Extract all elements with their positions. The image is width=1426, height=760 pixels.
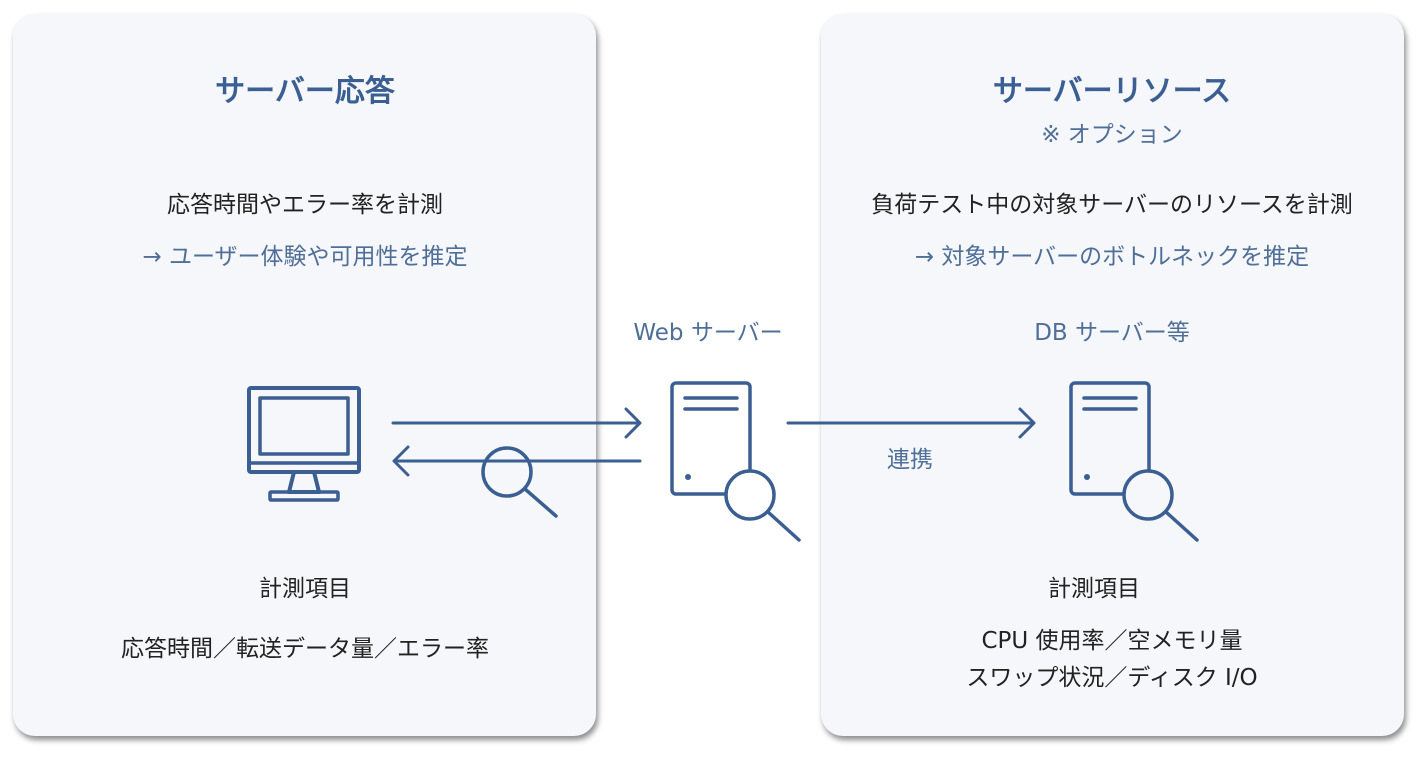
db-server-label: DB サーバー等 xyxy=(1034,320,1190,346)
server-response-metrics: 応答時間／転送データ量／エラー率 xyxy=(121,636,489,662)
link-arrow xyxy=(786,407,1036,439)
server-response-description: 応答時間やエラー率を計測 xyxy=(167,192,443,218)
server-response-panel xyxy=(13,14,596,736)
server-resource-metrics-line1: CPU 使用率／空メモリ量 xyxy=(981,628,1243,654)
web-server-label: Web サーバー xyxy=(633,320,783,346)
server-resource-panel xyxy=(821,14,1404,736)
db-server-magnifier-icon xyxy=(1122,469,1199,542)
server-resource-metrics-heading: 計測項目 xyxy=(1048,576,1140,602)
server-response-note: → ユーザー体験や可用性を推定 xyxy=(142,244,468,270)
web-server-magnifier-icon xyxy=(724,469,801,542)
magnifier-icon xyxy=(481,446,558,518)
db-server-icon xyxy=(1069,381,1151,496)
monitor-icon xyxy=(247,386,361,502)
server-resource-note: → 対象サーバーのボトルネックを推定 xyxy=(914,244,1310,270)
request-arrow xyxy=(391,407,642,439)
server-resource-description: 負荷テスト中の対象サーバーのリソースを計測 xyxy=(871,192,1353,218)
server-resource-title: サーバーリソース xyxy=(992,74,1232,109)
server-resource-subtitle: ※ オプション xyxy=(1041,122,1183,148)
web-server-icon xyxy=(670,381,752,496)
server-response-title: サーバー応答 xyxy=(215,74,395,109)
link-label: 連携 xyxy=(887,447,933,473)
server-resource-metrics-line2: スワップ状況／ディスク I/O xyxy=(966,665,1258,691)
response-arrow xyxy=(392,445,642,477)
server-response-metrics-heading: 計測項目 xyxy=(259,576,351,602)
